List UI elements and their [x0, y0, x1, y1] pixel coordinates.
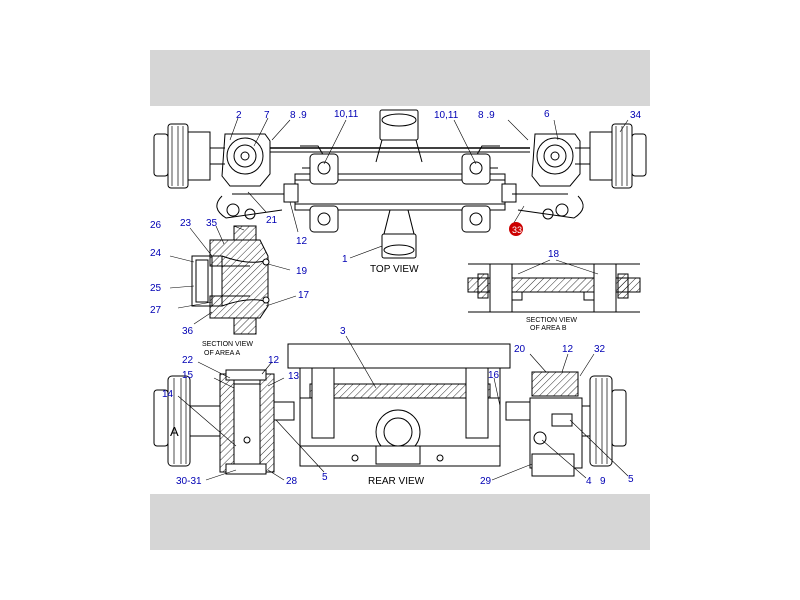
callout-36[interactable]: 36: [182, 326, 194, 337]
section-b-caption-line2: OF AREA B: [530, 325, 567, 332]
callout-12-top[interactable]: 12: [296, 236, 308, 247]
callout-19[interactable]: 19: [296, 266, 308, 277]
callout-26[interactable]: 26: [150, 220, 162, 231]
callout-32[interactable]: 32: [594, 344, 606, 355]
top-view-caption: TOP VIEW: [370, 264, 419, 275]
callout-14[interactable]: 14: [162, 389, 174, 400]
area-a-letter: A: [170, 424, 179, 439]
callout-21[interactable]: 21: [266, 215, 278, 226]
callout-22[interactable]: 22: [182, 355, 194, 366]
leader-lines: [169, 117, 629, 481]
callout-8-9-left[interactable]: 8 .9: [290, 110, 307, 121]
section-b-drawing: [467, 263, 641, 313]
callout-30-31[interactable]: 30-31: [176, 476, 202, 487]
top-view-drawing: [153, 109, 647, 259]
callout-15[interactable]: 15: [182, 370, 194, 381]
callout-28[interactable]: 28: [286, 476, 298, 487]
callout-35[interactable]: 35: [206, 218, 218, 229]
callout-2[interactable]: 2: [236, 110, 242, 121]
callout-3[interactable]: 3: [340, 326, 346, 337]
section-a-caption-line1: SECTION VIEW: [202, 341, 253, 348]
callout-24[interactable]: 24: [150, 248, 162, 259]
callout-10-11-right[interactable]: 10,11: [434, 110, 459, 121]
callout-1[interactable]: 1: [342, 254, 348, 265]
bottom-gray-band: [150, 494, 650, 550]
callout-8-9-right[interactable]: 8 .9: [478, 110, 495, 121]
rear-view-caption: REAR VIEW: [368, 476, 425, 487]
axle-parts-diagram: TOP VIEW REAR VIEW SECTION VIEW OF AREA …: [150, 106, 650, 494]
section-a-drawing: [191, 225, 270, 335]
callout-23[interactable]: 23: [180, 218, 192, 229]
rear-view-drawing: [153, 343, 627, 477]
callout-5-right[interactable]: 5: [628, 474, 634, 485]
section-b-caption-line1: SECTION VIEW: [526, 317, 577, 324]
diagram-canvas: TOP VIEW REAR VIEW SECTION VIEW OF AREA …: [150, 109, 647, 487]
callout-25[interactable]: 25: [150, 283, 162, 294]
callout-34[interactable]: 34: [630, 110, 642, 121]
top-gray-band: [150, 50, 650, 106]
highlight-marker-33[interactable]: [509, 222, 523, 236]
callout-6[interactable]: 6: [544, 109, 550, 120]
section-a-caption-line2: OF AREA A: [204, 350, 241, 357]
callout-17[interactable]: 17: [298, 290, 310, 301]
callout-29[interactable]: 29: [480, 476, 492, 487]
callout-10-11-left[interactable]: 10,11: [334, 109, 359, 120]
callout-5-left[interactable]: 5: [322, 472, 328, 483]
callout-13[interactable]: 13: [288, 371, 300, 382]
callout-20[interactable]: 20: [514, 344, 526, 355]
callout-18[interactable]: 18: [548, 249, 560, 260]
callout-12-rear-right[interactable]: 12: [562, 344, 574, 355]
callout-9[interactable]: 9: [600, 476, 606, 487]
callout-4[interactable]: 4: [586, 476, 592, 487]
callout-12-rear-left[interactable]: 12: [268, 355, 280, 366]
callout-27[interactable]: 27: [150, 305, 162, 316]
callout-16[interactable]: 16: [488, 370, 500, 381]
callout-7[interactable]: 7: [264, 110, 270, 121]
callout-33[interactable]: 33: [512, 225, 522, 235]
